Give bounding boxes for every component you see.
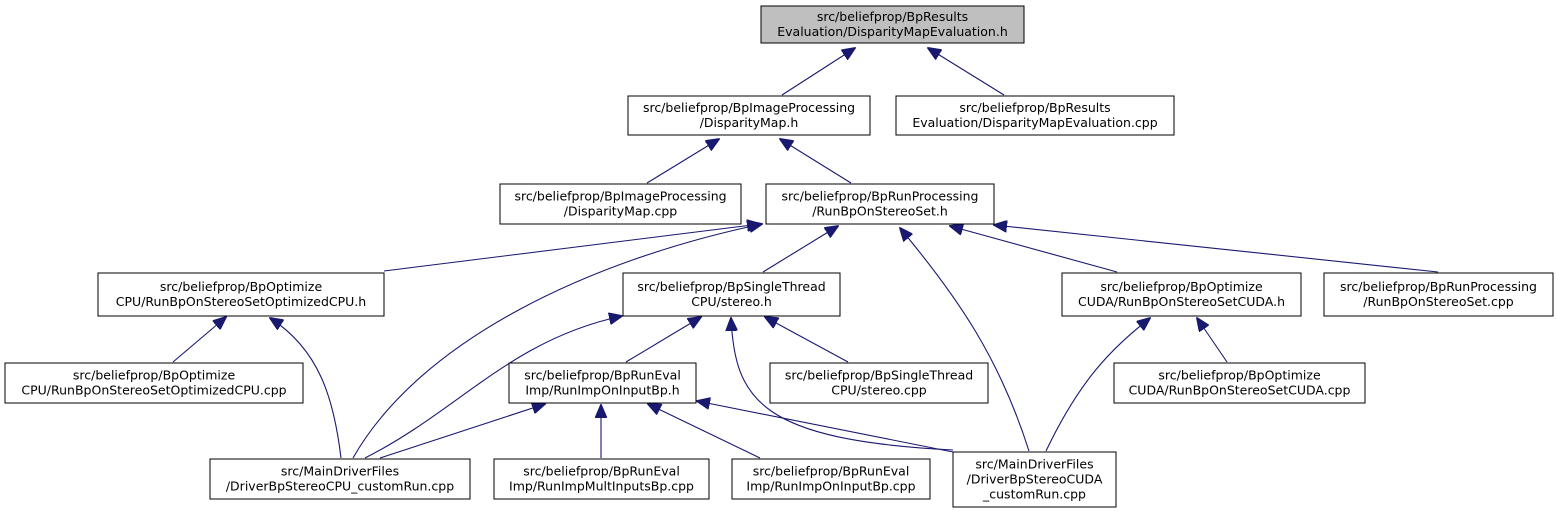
- file-node-stereo-cpp[interactable]: src/beliefprop/BpSingleThreadCPU/stereo.…: [769, 362, 989, 404]
- edge-drv_cpu-to-stereo_h: [364, 316, 622, 459]
- node-box: [760, 5, 1025, 44]
- node-label-line: Evaluation/DisparityMapEvaluation.h: [777, 24, 1008, 39]
- edge-drv_cuda-to-cuda_h: [1045, 318, 1150, 452]
- node-box: [1323, 272, 1554, 317]
- node-label-line: src/beliefprop/BpRunProcessing: [782, 189, 979, 204]
- node-box: [209, 458, 471, 500]
- node-label-line: src/beliefprop/BpImageProcessing: [643, 100, 855, 115]
- edge-drv_cpu-to-rimp_h: [379, 404, 545, 459]
- edge-dme_cpp-to-dme_h: [928, 48, 1005, 96]
- file-node-dm-cpp[interactable]: src/beliefprop/BpImageProcessing/Dispari…: [499, 183, 742, 225]
- node-label-line: /DisparityMap.h: [700, 115, 799, 130]
- file-node-drv-cpu[interactable]: src/MainDriverFiles/DriverBpStereoCPU_cu…: [209, 458, 471, 500]
- node-box: [952, 451, 1117, 508]
- node-label-line: src/beliefprop/BpRunEval: [523, 464, 680, 479]
- node-label-line: src/beliefprop/BpRunProcessing: [1340, 279, 1537, 294]
- node-box: [493, 458, 710, 500]
- edge-cuda_cpp-to-cuda_h: [1197, 318, 1228, 363]
- node-box: [765, 183, 995, 225]
- node-box: [627, 95, 871, 136]
- node-box: [895, 95, 1175, 136]
- node-label-line: CPU/stereo.h: [691, 294, 772, 309]
- node-box: [769, 362, 989, 404]
- node-label-line: /DriverBpStereoCPU_customRun.cpp: [226, 479, 454, 494]
- edge-rimp_h-to-stereo_h: [625, 317, 701, 363]
- node-box: [4, 362, 304, 404]
- node-label-line: /DriverBpStereoCUDA: [967, 472, 1103, 487]
- node-box: [1061, 272, 1302, 317]
- edge-rbss_h-to-dm_h: [780, 139, 852, 184]
- node-label-line: _customRun.cpp: [982, 487, 1086, 502]
- node-label-line: CUDA/RunBpOnStereoSetCUDA.cpp: [1129, 383, 1351, 398]
- edge-stereo_cpp-to-stereo_h: [765, 317, 849, 363]
- node-box: [499, 183, 742, 225]
- edge-drv_cpu-to-optcpu_h: [270, 318, 342, 459]
- node-label-line: src/beliefprop/BpImageProcessing: [514, 189, 726, 204]
- edge-drv_cuda-to-rbss_h: [900, 228, 1030, 452]
- node-label-line: src/beliefprop/BpSingleThread: [785, 368, 973, 383]
- node-label-line: src/beliefprop/BpRunEval: [524, 368, 681, 383]
- node-label-line: /DisparityMap.cpp: [564, 204, 677, 219]
- node-label-line: CPU/RunBpOnStereoSetOptimizedCPU.h: [116, 294, 366, 309]
- edge-optcpu_h-to-rbss_h: [383, 224, 760, 272]
- node-label-line: Imp/RunImpOnInputBp.cpp: [746, 479, 915, 494]
- node-label-line: src/MainDriverFiles: [975, 457, 1093, 472]
- node-label-line: /RunBpOnStereoSet.cpp: [1363, 294, 1513, 309]
- node-label-line: src/beliefprop/BpRunEval: [753, 464, 910, 479]
- node-label-line: CPU/RunBpOnStereoSetOptimizedCPU.cpp: [21, 383, 286, 398]
- nodes-layer: src/beliefprop/BpResultsEvaluation/Dispa…: [4, 5, 1554, 508]
- file-node-dm-h[interactable]: src/beliefprop/BpImageProcessing/Dispari…: [627, 95, 871, 136]
- node-box: [622, 272, 841, 317]
- edge-dm_h-to-dme_h: [781, 48, 855, 96]
- node-label-line: src/beliefprop/BpOptimize: [73, 368, 236, 383]
- edge-optcpu_cpp-to-optcpu_h: [172, 317, 226, 363]
- node-label-line: CUDA/RunBpOnStereoSetCUDA.h: [1078, 294, 1285, 309]
- file-node-drv-cuda[interactable]: src/MainDriverFiles/DriverBpStereoCUDA_c…: [952, 451, 1117, 508]
- edge-stereo_h-to-rbss_h: [762, 226, 838, 273]
- file-node-rbss-cpp[interactable]: src/beliefprop/BpRunProcessing/RunBpOnSt…: [1323, 272, 1554, 317]
- file-node-rimp-h[interactable]: src/beliefprop/BpRunEvalImp/RunImpOnInpu…: [508, 362, 697, 404]
- file-node-cuda-h[interactable]: src/beliefprop/BpOptimizeCUDA/RunBpOnSte…: [1061, 272, 1302, 317]
- file-node-dme-h[interactable]: src/beliefprop/BpResultsEvaluation/Dispa…: [760, 5, 1025, 44]
- node-label-line: src/beliefprop/BpResults: [959, 100, 1110, 115]
- node-box: [97, 272, 385, 317]
- node-box: [731, 458, 931, 500]
- node-label-line: /RunBpOnStereoSet.h: [812, 204, 948, 219]
- edge-drv_cpu-to-rbss_h: [352, 224, 762, 459]
- edge-cuda_h-to-rbss_h: [950, 226, 1118, 273]
- node-label-line: src/beliefprop/BpOptimize: [1100, 279, 1263, 294]
- node-box: [1113, 362, 1366, 404]
- node-label-line: src/beliefprop/BpResults: [817, 9, 968, 24]
- file-node-dme-cpp[interactable]: src/beliefprop/BpResultsEvaluation/Dispa…: [895, 95, 1175, 136]
- file-node-rimp-mult[interactable]: src/beliefprop/BpRunEvalImp/RunImpMultIn…: [493, 458, 710, 500]
- edge-rbss_cpp-to-rbss_h: [994, 225, 1439, 273]
- node-box: [508, 362, 697, 404]
- edge-rimp_cpp-to-rimp_h: [648, 404, 761, 459]
- node-label-line: Evaluation/DisparityMapEvaluation.cpp: [912, 115, 1157, 130]
- edge-dm_cpp-to-dm_h: [646, 139, 719, 184]
- node-label-line: Imp/RunImpOnInputBp.h: [525, 383, 679, 398]
- node-label-line: src/beliefprop/BpOptimize: [1158, 368, 1321, 383]
- file-node-cuda-cpp[interactable]: src/beliefprop/BpOptimizeCUDA/RunBpOnSte…: [1113, 362, 1366, 404]
- node-label-line: src/beliefprop/BpSingleThread: [637, 279, 825, 294]
- node-label-line: Imp/RunImpMultInputsBp.cpp: [509, 479, 694, 494]
- file-node-stereo-h[interactable]: src/beliefprop/BpSingleThreadCPU/stereo.…: [622, 272, 841, 317]
- file-node-rbss-h[interactable]: src/beliefprop/BpRunProcessing/RunBpOnSt…: [765, 183, 995, 225]
- node-label-line: src/MainDriverFiles: [281, 464, 399, 479]
- node-label-line: CPU/stereo.cpp: [831, 383, 926, 398]
- edge-drv_cuda-to-stereo_h: [731, 318, 954, 451]
- edges-layer: [172, 48, 1439, 459]
- node-label-line: src/beliefprop/BpOptimize: [160, 279, 323, 294]
- file-node-optcpu-h[interactable]: src/beliefprop/BpOptimizeCPU/RunBpOnSter…: [97, 272, 385, 317]
- file-node-optcpu-cpp[interactable]: src/beliefprop/BpOptimizeCPU/RunBpOnSter…: [4, 362, 304, 404]
- file-node-rimp-cpp[interactable]: src/beliefprop/BpRunEvalImp/RunImpOnInpu…: [731, 458, 931, 500]
- edge-drv_cuda-to-rimp_h: [697, 401, 954, 453]
